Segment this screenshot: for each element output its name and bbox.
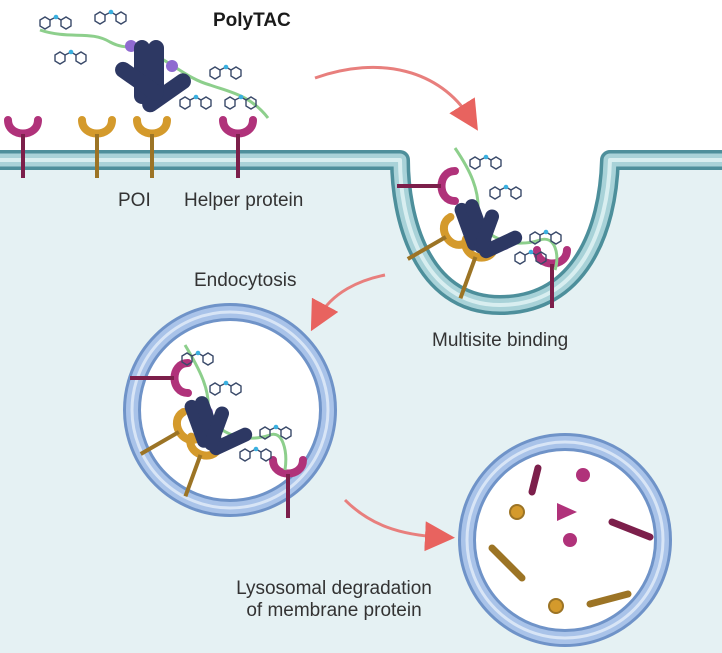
endosome-complex-icon [130,344,303,518]
lysosomal-degradation-label: Lysosomal degradation of membrane protei… [224,578,444,622]
multisite-binding-label: Multisite binding [432,330,569,351]
endocytosis-label: Endocytosis [194,270,297,291]
arrow-to-endosome [310,273,386,332]
poi-label: POI [118,190,151,211]
endosome-vesicle [123,303,337,518]
plasma-membrane [0,150,722,315]
helper-protein-label: Helper protein [184,190,304,211]
pit-complex-icon [397,147,567,308]
lysosomal-label-line1: Lysosomal degradation [236,578,432,599]
arrow-to-pit [314,65,478,131]
lysosomal-label-line2: of membrane protein [246,599,422,621]
lysosome [458,433,672,647]
polytac-molecule-icon [39,8,270,119]
arrow-to-lysosome [343,498,455,552]
degraded-fragments-icon [488,464,654,614]
figure-title: PolyTAC [213,10,291,31]
